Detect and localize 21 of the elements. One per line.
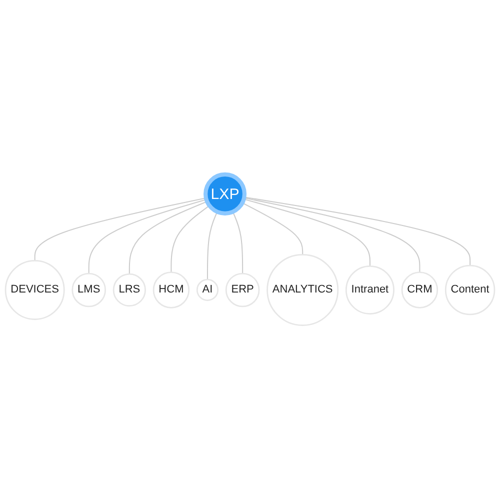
node-circle: AI — [196, 279, 219, 302]
node-circle: CRM — [401, 272, 438, 308]
node-circle: Intranet — [345, 266, 394, 315]
node-circle: LRS — [112, 274, 146, 307]
node-circle: Content — [444, 264, 496, 316]
connector — [170, 205, 210, 272]
connector — [34, 198, 206, 261]
connector — [232, 212, 244, 274]
connector — [244, 197, 420, 272]
node-circle: LXP — [204, 172, 247, 216]
connector — [88, 199, 206, 274]
connector — [242, 202, 304, 255]
connector — [244, 198, 370, 266]
connector — [244, 196, 471, 266]
connector — [206, 212, 218, 280]
node-circle: HCM — [152, 272, 190, 308]
node-circle: DEVICES — [4, 260, 65, 320]
node-circle: ANALYTICS — [266, 254, 339, 326]
node-circle: LMS — [72, 272, 106, 308]
connector — [128, 201, 208, 274]
node-circle: ERP — [225, 272, 260, 308]
